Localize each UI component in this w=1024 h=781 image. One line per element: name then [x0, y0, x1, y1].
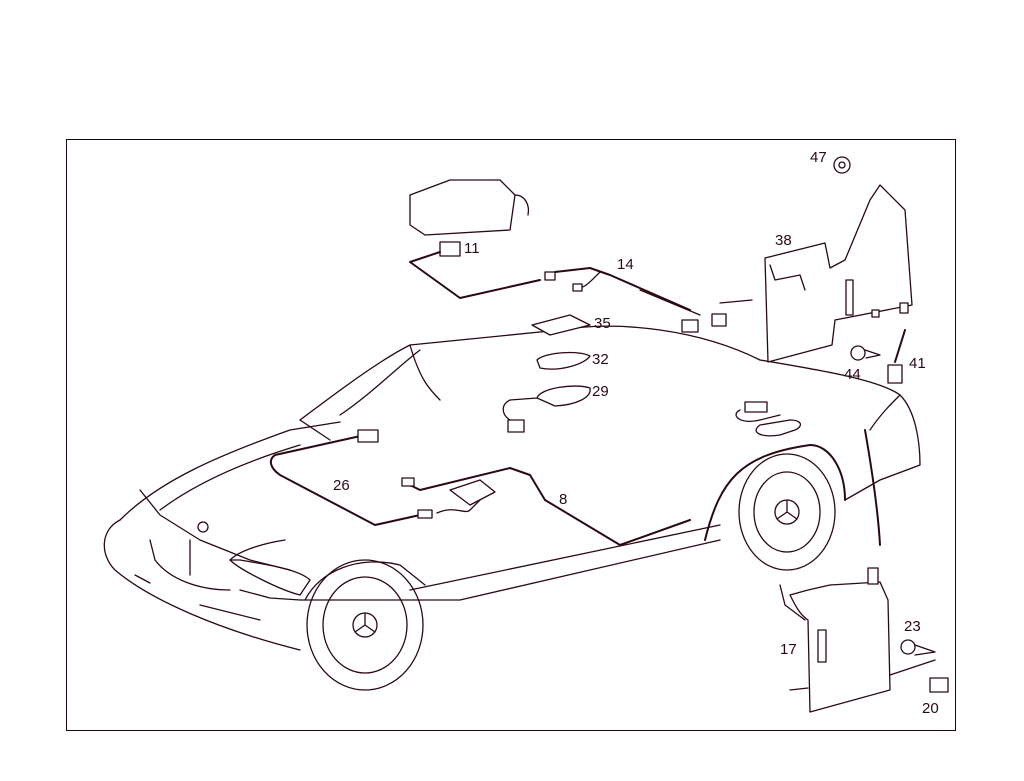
callout-14: 14 [617, 256, 634, 273]
car-outline [103, 325, 921, 691]
bracket-38 [719, 184, 913, 363]
callout-20: 20 [922, 700, 939, 717]
callout-26: 26 [333, 477, 350, 494]
callout-11: 11 [464, 240, 480, 257]
callout-32: 32 [592, 351, 609, 368]
parts-35-32-29 [502, 314, 591, 433]
callout-8: 8 [559, 491, 568, 508]
callout-38: 38 [775, 232, 792, 249]
callout-23: 23 [904, 618, 921, 635]
diagram-frame [66, 139, 956, 731]
callout-17: 17 [780, 641, 797, 658]
wiring-harness [269, 401, 802, 546]
part-11-module [409, 179, 727, 333]
fasteners [833, 156, 906, 546]
callout-44: 44 [844, 366, 861, 383]
callout-35: 35 [594, 315, 611, 332]
callout-41: 41 [909, 355, 926, 372]
callout-47: 47 [810, 149, 827, 166]
callout-29: 29 [592, 383, 609, 400]
bracket-17 [779, 567, 949, 713]
